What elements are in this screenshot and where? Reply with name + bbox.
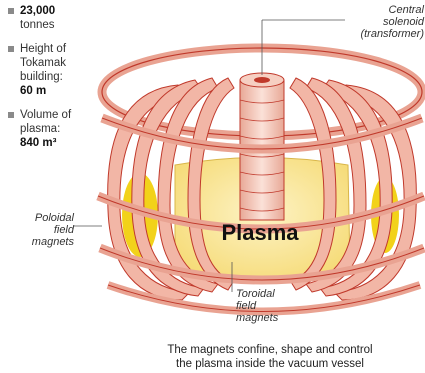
- bullet-icon: [8, 46, 14, 52]
- fact-height: Height of Tokamak building: 60 m: [6, 42, 98, 98]
- facts-list: 23,000 tonnes Height of Tokamak building…: [6, 4, 98, 160]
- callout-poloidal-line3: magnets: [2, 236, 74, 248]
- fact-volume-label: Volume of plasma:: [20, 108, 98, 136]
- caption-line2: the plasma inside the vacuum vessel: [120, 357, 420, 371]
- fact-height-label: Height of Tokamak building:: [20, 42, 98, 84]
- fact-weight: 23,000 tonnes: [6, 4, 98, 32]
- callout-poloidal-line2: field: [2, 224, 74, 236]
- callout-central-solenoid: Central solenoid (transformer): [346, 4, 424, 40]
- callout-poloidal-line1: Poloidal: [2, 212, 74, 224]
- callout-solenoid-line1: Central: [346, 4, 424, 16]
- callout-solenoid-line2: solenoid: [346, 16, 424, 28]
- bullet-icon: [8, 8, 14, 14]
- callout-toroidal-line3: magnets: [236, 312, 296, 324]
- callout-toroidal-line2: field: [236, 300, 296, 312]
- caption: The magnets confine, shape and control t…: [120, 343, 420, 371]
- plasma-label: Plasma: [205, 220, 315, 246]
- fact-weight-unit: tonnes: [20, 18, 98, 32]
- bullet-icon: [8, 112, 14, 118]
- fact-weight-value: 23,000: [20, 4, 98, 18]
- caption-line1: The magnets confine, shape and control: [120, 343, 420, 357]
- fact-volume: Volume of plasma: 840 m³: [6, 108, 98, 150]
- fact-height-value: 60 m: [20, 84, 98, 98]
- callout-poloidal-magnets: Poloidal field magnets: [2, 212, 74, 248]
- callout-toroidal-line1: Toroidal: [236, 288, 296, 300]
- callout-toroidal-magnets: Toroidal field magnets: [236, 288, 296, 324]
- callout-solenoid-line3: (transformer): [346, 28, 424, 40]
- fact-volume-value: 840 m³: [20, 136, 98, 150]
